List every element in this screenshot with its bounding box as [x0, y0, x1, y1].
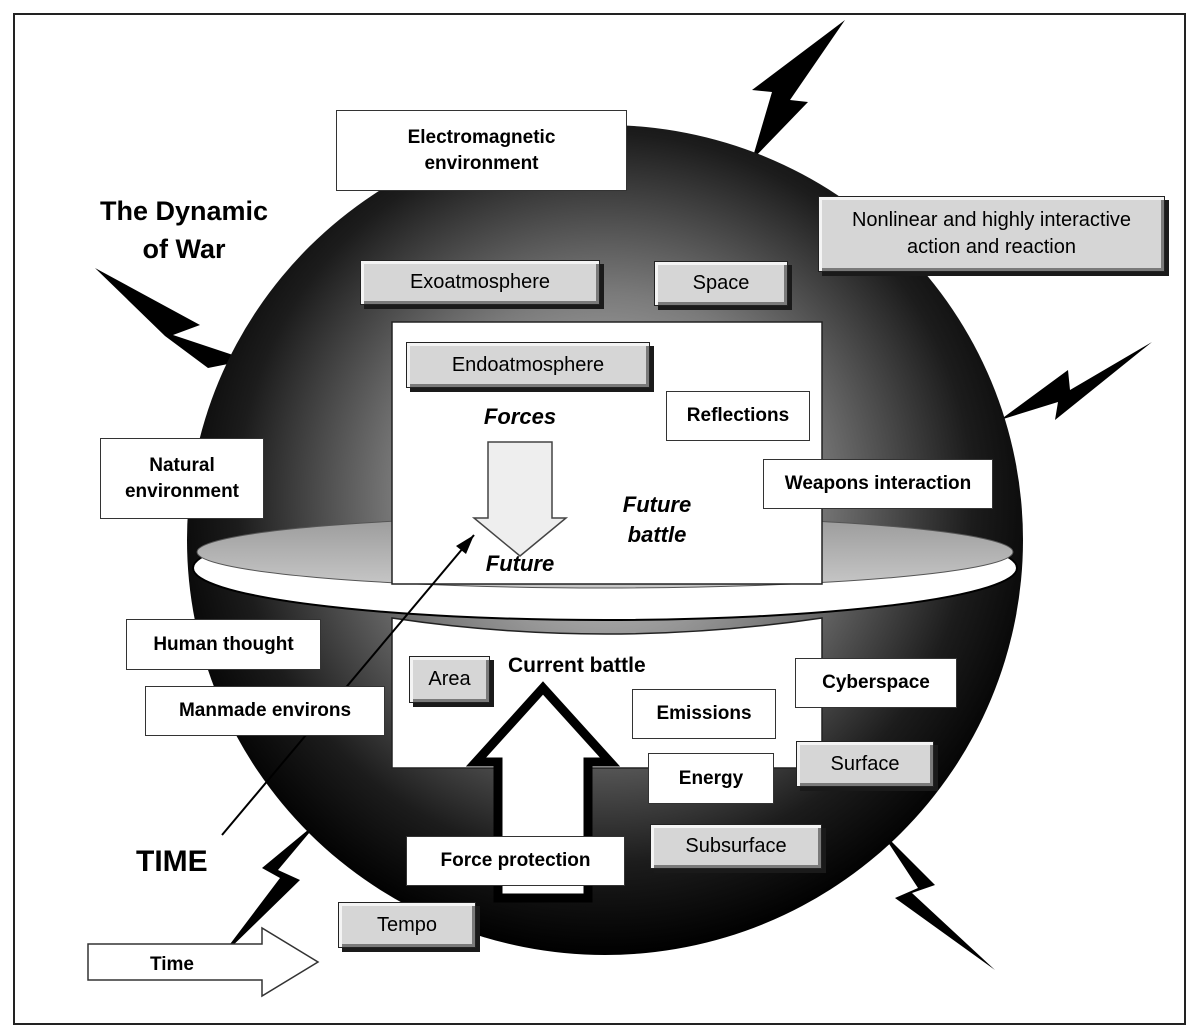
- box-force-protection: Force protection: [406, 836, 625, 886]
- future-battle-label: Future battle: [622, 492, 692, 547]
- box-electromagnetic-environment: Electromagnetic environment: [336, 110, 627, 191]
- box-reflections: Reflections: [666, 391, 810, 441]
- box-emissions: Emissions: [632, 689, 776, 739]
- box-cyberspace: Cyberspace: [795, 658, 957, 708]
- current-battle-label: Current battle: [508, 654, 646, 677]
- future-label: Future: [485, 551, 555, 576]
- lightning-bolt-icon: [880, 830, 995, 970]
- box-tempo: Tempo: [338, 902, 476, 948]
- box-energy: Energy: [648, 753, 774, 804]
- lightning-bolt-icon: [1000, 342, 1152, 420]
- box-manmade-environs: Manmade environs: [145, 686, 385, 736]
- time-arrow-label: Time: [150, 954, 195, 975]
- box-nonlinear: Nonlinear and highly interactive action …: [818, 196, 1165, 272]
- box-surface: Surface: [796, 741, 934, 787]
- box-human-thought: Human thought: [126, 619, 321, 670]
- time-line: [221, 534, 475, 836]
- forces-down-arrow: [471, 441, 569, 557]
- box-natural-environment: Natural environment: [100, 438, 264, 519]
- diagram-title: The Dynamic of War: [99, 196, 269, 264]
- forces-label: Forces: [483, 404, 557, 429]
- lightning-bolt-icon: [95, 268, 248, 368]
- box-weapons-interaction: Weapons interaction: [763, 459, 993, 509]
- lightning-bolt-icon: [752, 20, 845, 160]
- box-subsurface: Subsurface: [650, 824, 822, 869]
- box-space: Space: [654, 261, 788, 306]
- box-area: Area: [409, 656, 490, 703]
- box-exoatmosphere: Exoatmosphere: [360, 260, 600, 305]
- time-arrow: [87, 926, 320, 998]
- box-endoatmosphere: Endoatmosphere: [406, 342, 650, 388]
- time-heading: TIME: [136, 845, 208, 878]
